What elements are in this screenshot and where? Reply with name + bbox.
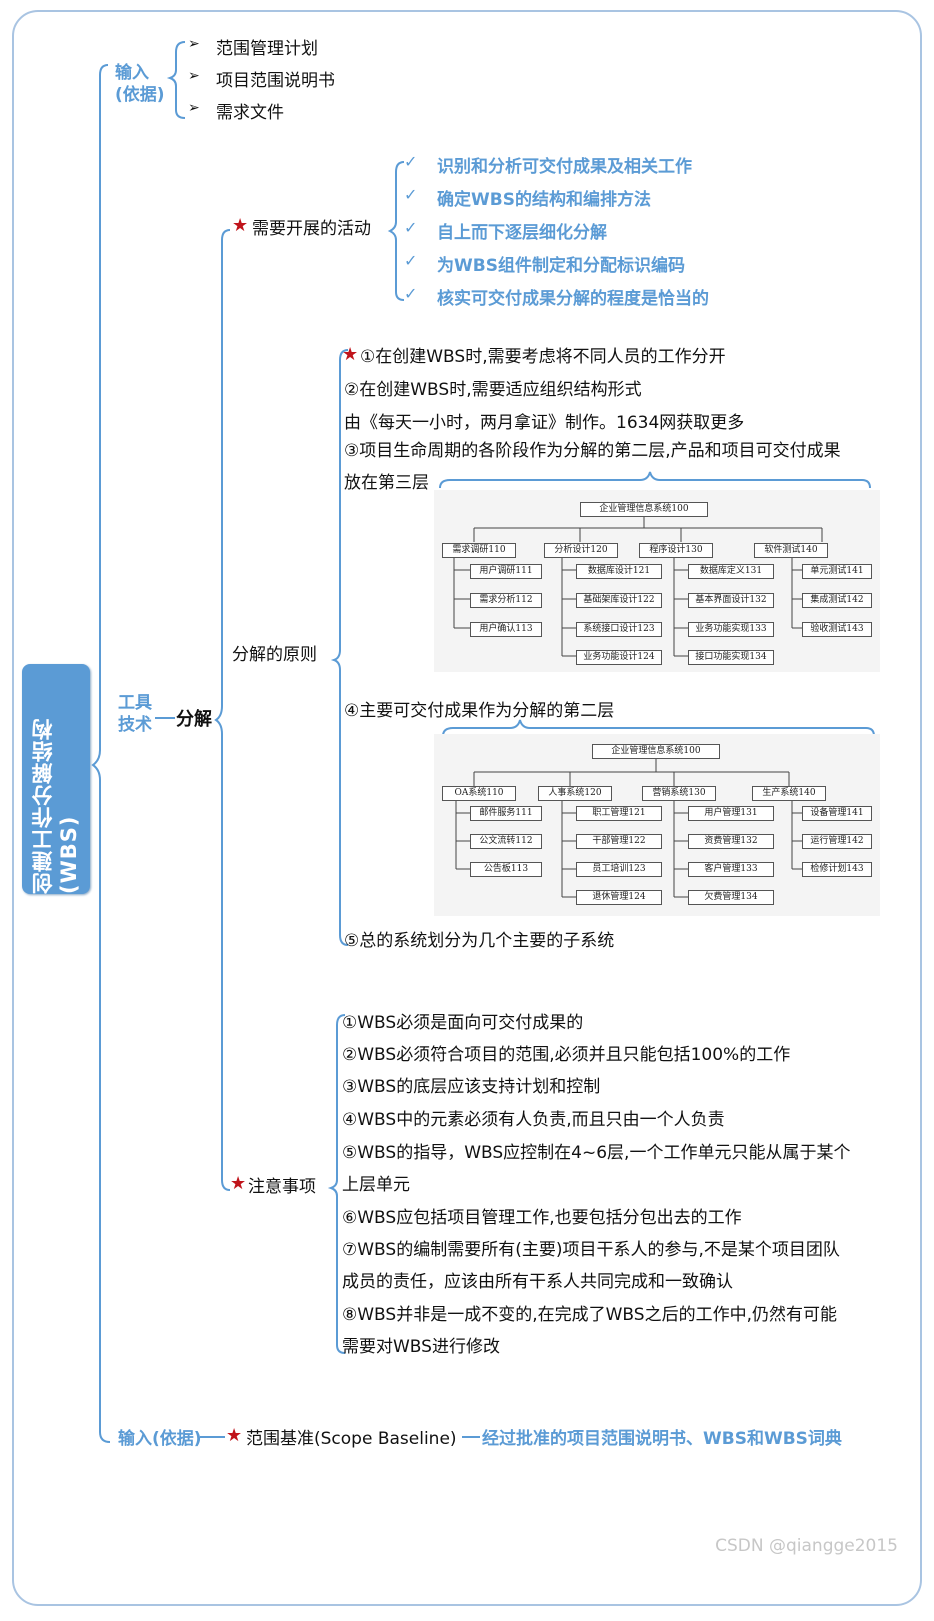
- arrow-icon: ➢: [188, 100, 200, 116]
- star-icon: ★: [230, 1173, 247, 1194]
- org-child-box: 基本界面设计132: [688, 593, 774, 608]
- org-child-box: 用户调研111: [470, 564, 542, 579]
- activity-item: 核实可交付成果分解的程度是恰当的: [437, 289, 709, 309]
- org-child-box: 系统接口设计123: [576, 622, 662, 637]
- org-child-box: 公文流转112: [470, 834, 542, 849]
- note-item: ②WBS必须符合项目的范围,必须并且只能包括100%的工作: [342, 1045, 791, 1065]
- root-title: 创建工作分解结构(WBS): [31, 718, 81, 894]
- org-child-box: 检修计划143: [802, 862, 872, 877]
- note-item: ⑦WBS的编制需要所有(主要)项目干系人的参与,不是某个项目团队: [342, 1240, 840, 1260]
- arrow-icon: ➢: [188, 36, 200, 52]
- org-head-box: 营销系统130: [642, 786, 716, 801]
- note-item: ⑧WBS并非是一成不变的,在完成了WBS之后的工作中,仍然有可能: [342, 1305, 837, 1325]
- org-root-box: 企业管理信息系统100: [580, 502, 708, 517]
- input-item: 项目范围说明书: [216, 71, 335, 91]
- org-child-box: 客户管理133: [688, 862, 774, 877]
- org-head-box: 软件测试140: [754, 543, 828, 558]
- org-child-box: 员工培训123: [576, 862, 662, 877]
- note-item: ⑤WBS的指导，WBS应控制在4~6层,一个工作单元只能从属于某个: [342, 1143, 851, 1163]
- org-child-box: 接口功能实现134: [688, 650, 774, 665]
- org-child-box: 用户确认113: [470, 622, 542, 637]
- watermark: CSDN @qiangge2015: [715, 1536, 898, 1556]
- principle-1: ①在创建WBS时,需要考虑将不同人员的工作分开: [360, 347, 726, 367]
- input-item: 需求文件: [216, 103, 284, 123]
- inputs-label: 输入(依据): [115, 63, 165, 105]
- note-item: ①WBS必须是面向可交付成果的: [342, 1013, 584, 1033]
- scope-baseline-desc: 经过批准的项目范围说明书、WBS和WBS词典: [482, 1429, 842, 1449]
- activities-label: 需要开展的活动: [252, 219, 371, 239]
- org-root-box: 企业管理信息系统100: [592, 744, 720, 759]
- star-icon: ★: [232, 215, 249, 236]
- principle-5: ⑤总的系统划分为几个主要的子系统: [344, 931, 615, 951]
- org-child-box: 职工管理121: [576, 806, 662, 821]
- org-child-box: 邮件服务111: [470, 806, 542, 821]
- org-child-box: 需求分析112: [470, 593, 542, 608]
- org-child-box: 集成测试142: [802, 593, 872, 608]
- org-child-box: 业务功能实现133: [688, 622, 774, 637]
- decompose-label: 分解: [176, 709, 212, 730]
- check-icon: ✓: [404, 284, 418, 303]
- scope-baseline: 范围基准(Scope Baseline): [246, 1429, 457, 1449]
- tools-label: 工具技术: [118, 693, 152, 735]
- org-child-box: 基础架库设计122: [576, 593, 662, 608]
- org-child-box: 验收测试143: [802, 622, 872, 637]
- outer-frame: [12, 10, 922, 1606]
- output-label: 输入(依据): [118, 1429, 202, 1449]
- activity-item: 自上而下逐层细化分解: [437, 223, 607, 243]
- org-child-box: 资费管理132: [688, 834, 774, 849]
- principles-label: 分解的原则: [232, 645, 317, 665]
- org-child-box: 退休管理124: [576, 890, 662, 905]
- check-icon: ✓: [404, 185, 418, 204]
- root-node: 创建工作分解结构(WBS): [22, 664, 90, 894]
- star-icon: ★: [226, 1425, 243, 1446]
- org-child-box: 数据库设计121: [576, 564, 662, 579]
- note-item: ⑥WBS应包括项目管理工作,也要包括分包出去的工作: [342, 1208, 742, 1228]
- check-icon: ✓: [404, 218, 418, 237]
- org-child-box: 设备管理141: [802, 806, 872, 821]
- arrow-icon: ➢: [188, 68, 200, 84]
- notes-label: 注意事项: [248, 1177, 316, 1197]
- principle-3-cont: 放在第三层: [344, 473, 429, 493]
- promo-text: 由《每天一小时，两月拿证》制作。1634网获取更多: [344, 413, 745, 433]
- org-child-box: 业务功能设计124: [576, 650, 662, 665]
- principle-3: ③项目生命周期的各阶段作为分解的第二层,产品和项目可交付成果: [344, 441, 841, 461]
- note-item: 上层单元: [342, 1175, 410, 1195]
- star-icon: ★: [342, 344, 359, 365]
- org-child-box: 用户管理131: [688, 806, 774, 821]
- check-icon: ✓: [404, 251, 418, 270]
- activity-item: 为WBS组件制定和分配标识编码: [437, 256, 685, 276]
- org-child-box: 干部管理122: [576, 834, 662, 849]
- org-head-box: 人事系统120: [538, 786, 612, 801]
- org-chart-lines: [453, 515, 823, 657]
- input-item: 范围管理计划: [216, 39, 318, 59]
- note-item: 成员的责任，应该由所有干系人共同完成和一致确认: [342, 1272, 733, 1292]
- org-head-box: 分析设计120: [544, 543, 618, 558]
- note-item: ④WBS中的元素必须有人负责,而且只由一个人负责: [342, 1110, 725, 1130]
- activity-item: 确定WBS的结构和编排方法: [437, 190, 651, 210]
- org-head-box: OA系统110: [442, 786, 516, 801]
- org-child-box: 欠费管理134: [688, 890, 774, 905]
- org-child-box: 公告板113: [470, 862, 542, 877]
- org-child-box: 运行管理142: [802, 834, 872, 849]
- org-child-box: 数据库定义131: [688, 564, 774, 579]
- org-chart-lifecycle: 企业管理信息系统100 需求调研110 分析设计120 程序设计130 软件测试…: [434, 490, 880, 672]
- check-icon: ✓: [404, 152, 418, 171]
- principle-2: ②在创建WBS时,需要适应组织结构形式: [344, 380, 642, 400]
- org-chart-deliverables: 企业管理信息系统100 OA系统110 人事系统120 营销系统130 生产系统…: [434, 734, 880, 916]
- principle-4: ④主要可交付成果作为分解的第二层: [344, 701, 615, 721]
- org-head-box: 需求调研110: [442, 543, 516, 558]
- note-item: 需要对WBS进行修改: [342, 1337, 500, 1357]
- org-head-box: 程序设计130: [639, 543, 713, 558]
- org-head-box: 生产系统140: [752, 786, 826, 801]
- org-child-box: 单元测试141: [802, 564, 872, 579]
- activity-item: 识别和分析可交付成果及相关工作: [437, 157, 692, 177]
- note-item: ③WBS的底层应该支持计划和控制: [342, 1077, 601, 1097]
- org-chart-lines: [455, 758, 802, 898]
